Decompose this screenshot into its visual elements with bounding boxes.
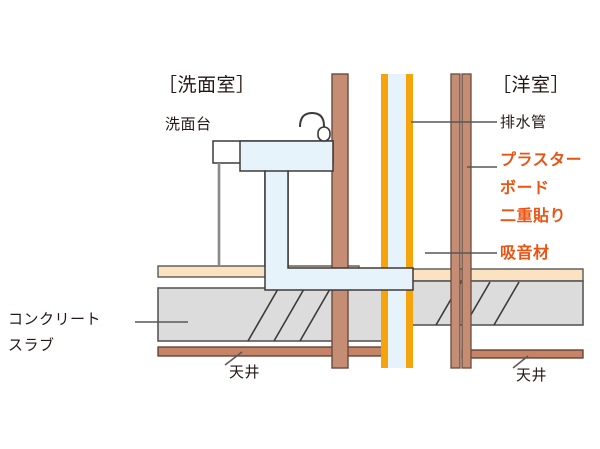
- room-title-right: ［洋室］: [492, 74, 571, 96]
- left-ceiling-board: [157, 346, 391, 357]
- left-concrete-slab: [157, 287, 391, 342]
- faucet-icon: [299, 111, 331, 145]
- drain-pipe-shaft: [381, 74, 413, 368]
- leader-lines: [135, 121, 529, 369]
- label-drain-pipe: 排水管: [500, 113, 547, 131]
- right-double-stud: [450, 73, 472, 369]
- label-sound-absorber: 吸音材: [500, 243, 550, 262]
- label-ceiling-right: 天井: [516, 366, 548, 384]
- label-plaster-board-line3: 二重貼り: [500, 206, 567, 225]
- label-concrete-slab-line1: コンクリート: [8, 310, 102, 328]
- label-plaster-board-line2: ボード: [500, 178, 550, 197]
- right-concrete-slab: [411, 280, 584, 326]
- label-vanity: 洗面台: [165, 115, 212, 133]
- left-wall-stud: [331, 73, 349, 369]
- sink-drain-pipe: [264, 170, 414, 291]
- label-ceiling-left: 天井: [229, 363, 261, 381]
- label-plaster-board-line1: プラスター: [500, 150, 583, 169]
- label-concrete-slab-line2: スラブ: [8, 336, 55, 354]
- room-title-left: ［洗面室］: [158, 74, 256, 96]
- right-ceiling-board: [461, 349, 584, 359]
- right-sound-absorber-strip: [411, 268, 584, 282]
